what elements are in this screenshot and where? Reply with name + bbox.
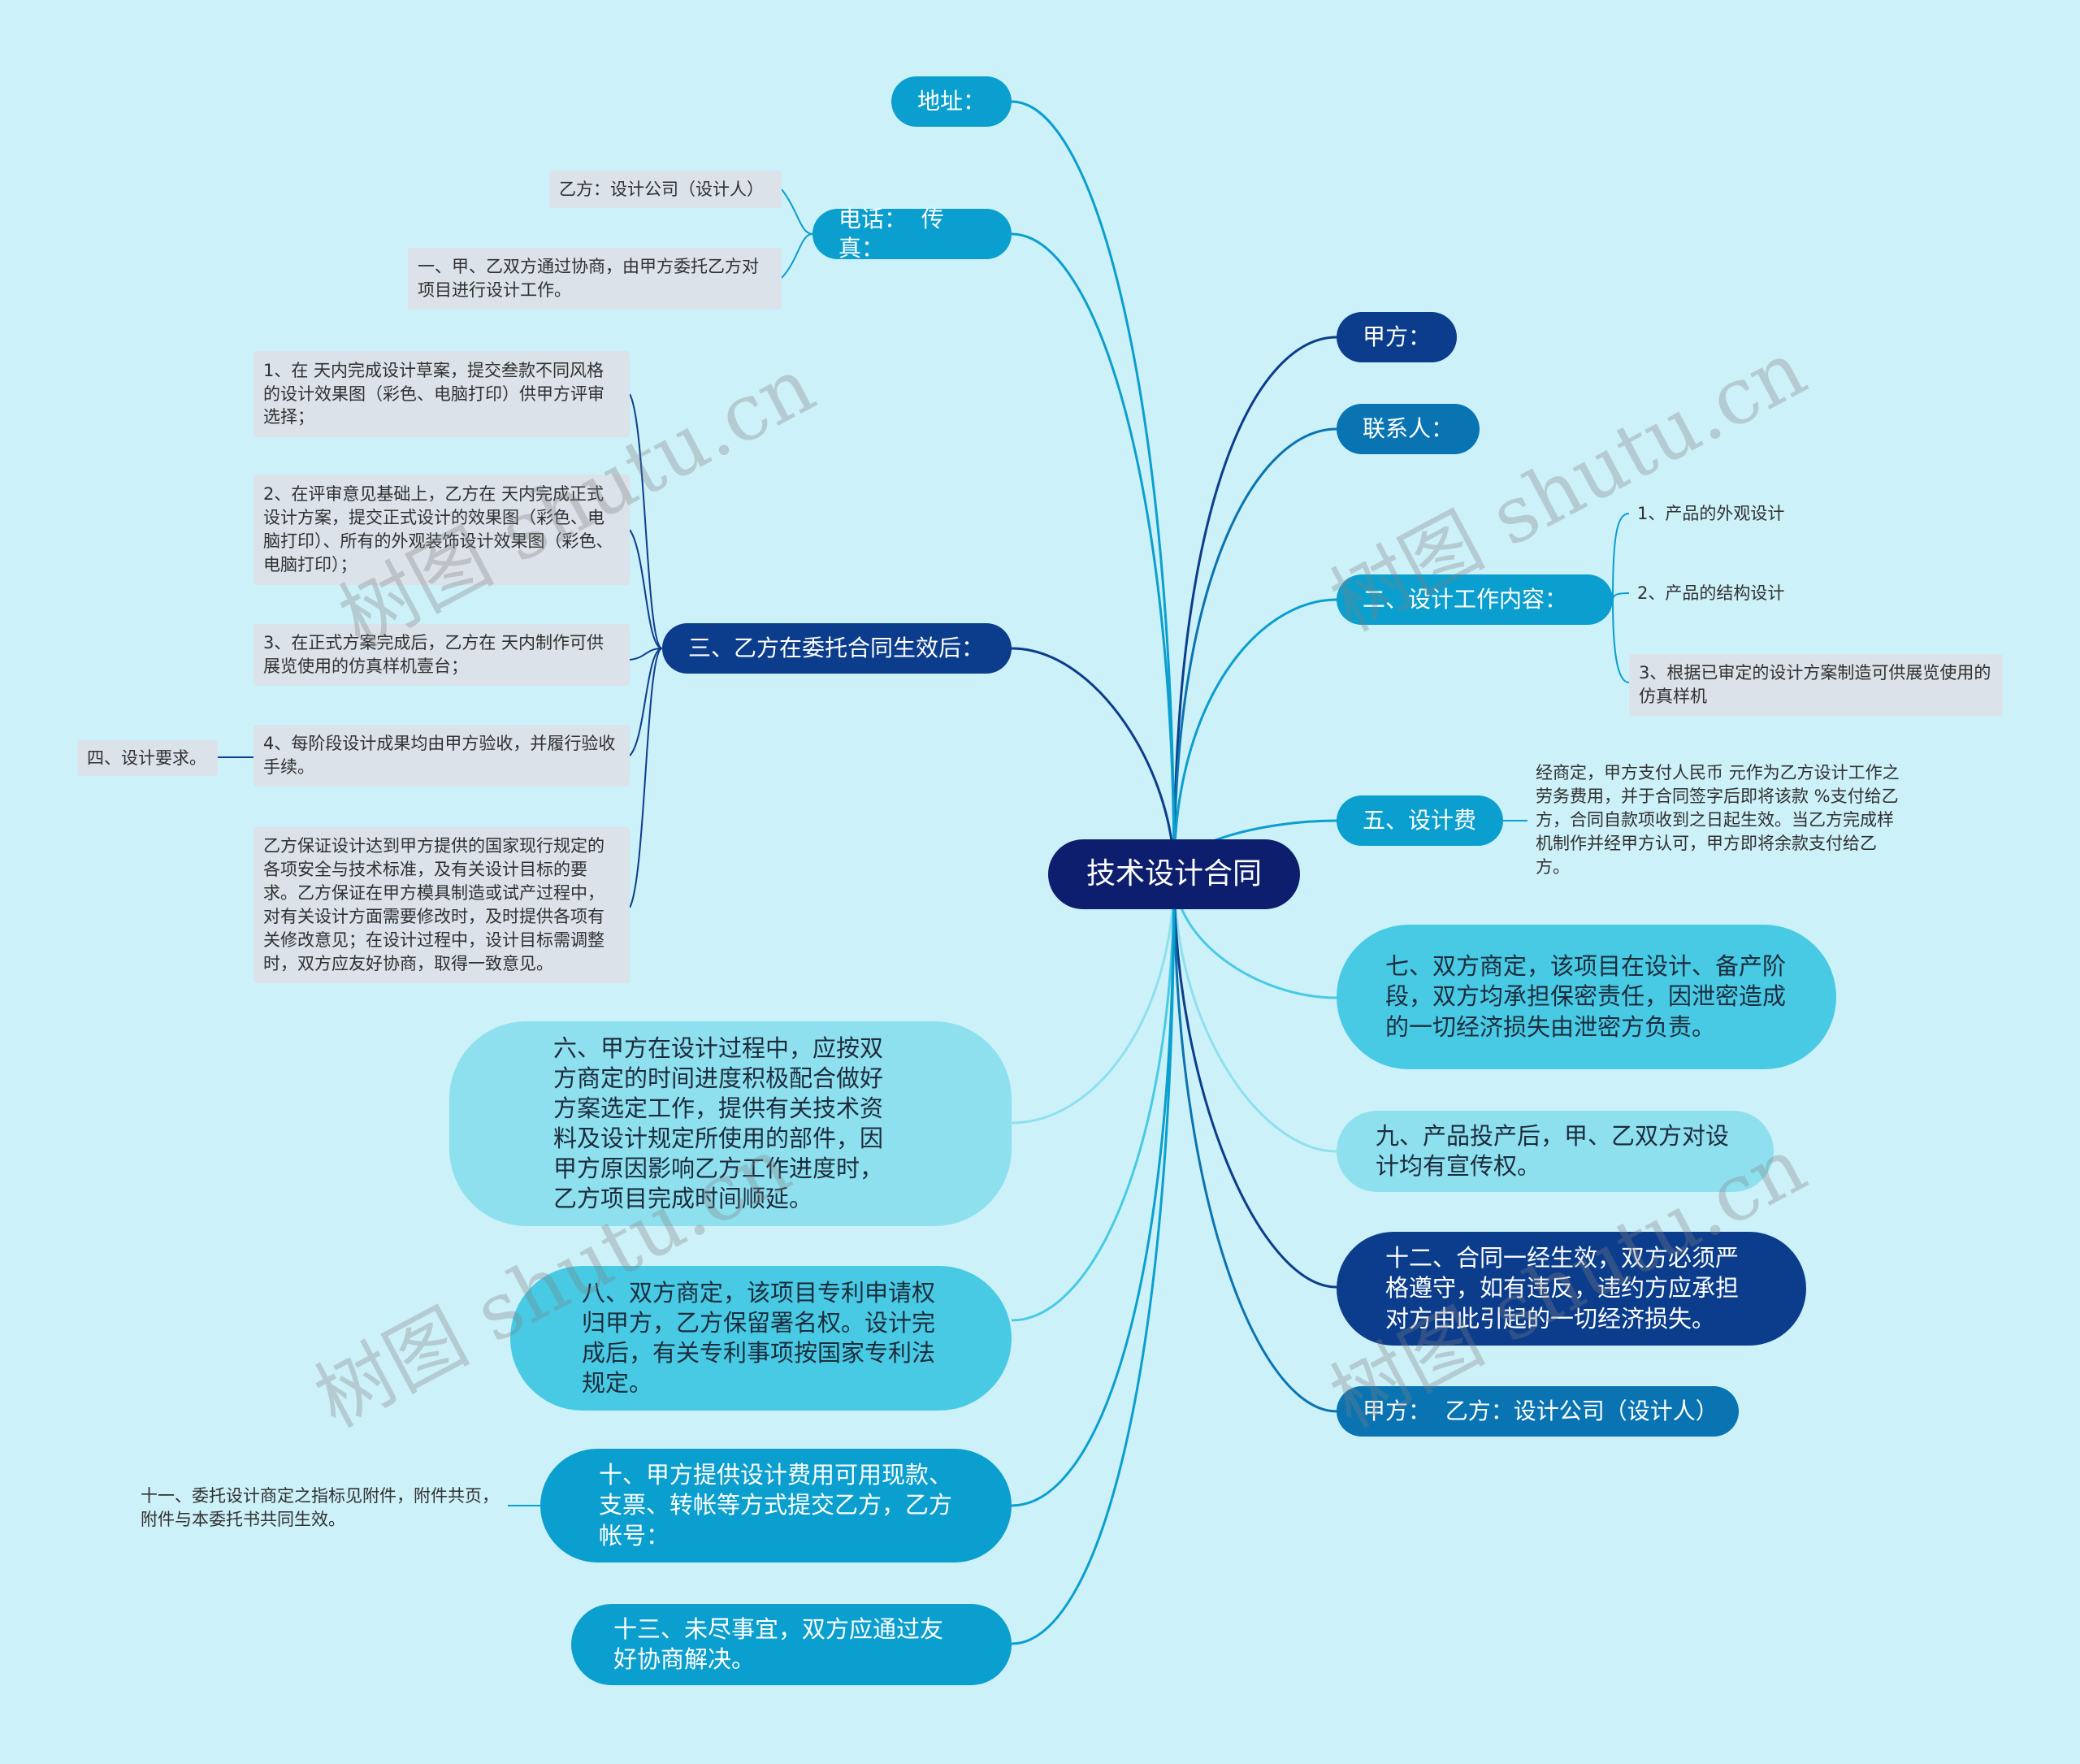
node-eight[interactable]: 八、双方商定，该项目专利申请权归甲方，乙方保留署名权。设计完成后，有关专利事项按… [510,1266,1012,1411]
three-item-3: 3、在正式方案完成后，乙方在 天内制作可供展览使用的仿真样机壹台； [254,624,630,686]
three-item-5: 乙方保证设计达到甲方提供的国家现行规定的各项安全与技术标准，及有关设计目标的要求… [254,827,630,983]
node-jiafang[interactable]: 甲方： [1337,312,1457,362]
work-item-2: 2、产品的结构设计 [1637,583,1785,603]
work-item-3: 3、根据已审定的设计方案制造可供展览使用的仿真样机 [1629,654,2003,716]
node-phone-fax[interactable]: 电话： 传真： [812,206,1012,262]
node-three[interactable]: 三、乙方在委托合同生效后： [662,623,1012,674]
ten-note: 十一、委托设计商定之指标见附件，附件共页，附件与本委托书共同生效。 [141,1486,499,1529]
node-work-content[interactable]: 二、设计工作内容： [1337,574,1613,625]
node-address[interactable]: 地址： [891,76,1012,127]
node-parties[interactable]: 甲方： 乙方：设计公司（设计人） [1337,1386,1739,1437]
node-seven[interactable]: 七、双方商定，该项目在设计、备产阶段，双方均承担保密责任，因泄密造成的一切经济损… [1337,925,1836,1069]
node-six[interactable]: 六、甲方在设计过程中，应按双方商定的时间进度积极配合做好方案选定工作，提供有关技… [449,1021,1012,1226]
phone-item-1: 乙方：设计公司（设计人） [549,171,782,208]
three-item-1: 1、在 天内完成设计草案，提交叁款不同风格的设计效果图（彩色、电脑打印）供甲方评… [254,351,630,437]
node-design-fee[interactable]: 五、设计费 [1337,795,1503,846]
three-item-4: 4、每阶段设计成果均由甲方验收，并履行验收手续。 [254,725,630,787]
three-sub-requirements: 四、设计要求。 [77,740,218,776]
three-item-2: 2、在评审意见基础上，乙方在 天内完成正式设计方案，提交正式设计的效果图（彩色、… [254,475,630,585]
work-item-1: 1、产品的外观设计 [1637,503,1785,523]
phone-item-2: 一、甲、乙双方通过协商，由甲方委托乙方对项目进行设计工作。 [408,248,782,310]
node-nine[interactable]: 九、产品投产后，甲、乙双方对设计均有宣传权。 [1337,1111,1774,1192]
design-fee-note: 经商定，甲方支付人民币 元作为乙方设计工作之劳务费用，并于合同签字后即将该款 %… [1536,763,1900,877]
node-contact[interactable]: 联系人： [1337,404,1480,454]
node-thirteen[interactable]: 十三、未尽事宜，双方应通过友好协商解决。 [571,1604,1012,1685]
root-node[interactable]: 技术设计合同 [1048,839,1300,909]
node-ten[interactable]: 十、甲方提供设计费用可用现款、支票、转帐等方式提交乙方，乙方帐号： [540,1449,1012,1562]
node-twelve[interactable]: 十二、合同一经生效，双方必须严格遵守，如有违反，违约方应承担对方由此引起的一切经… [1337,1232,1806,1346]
